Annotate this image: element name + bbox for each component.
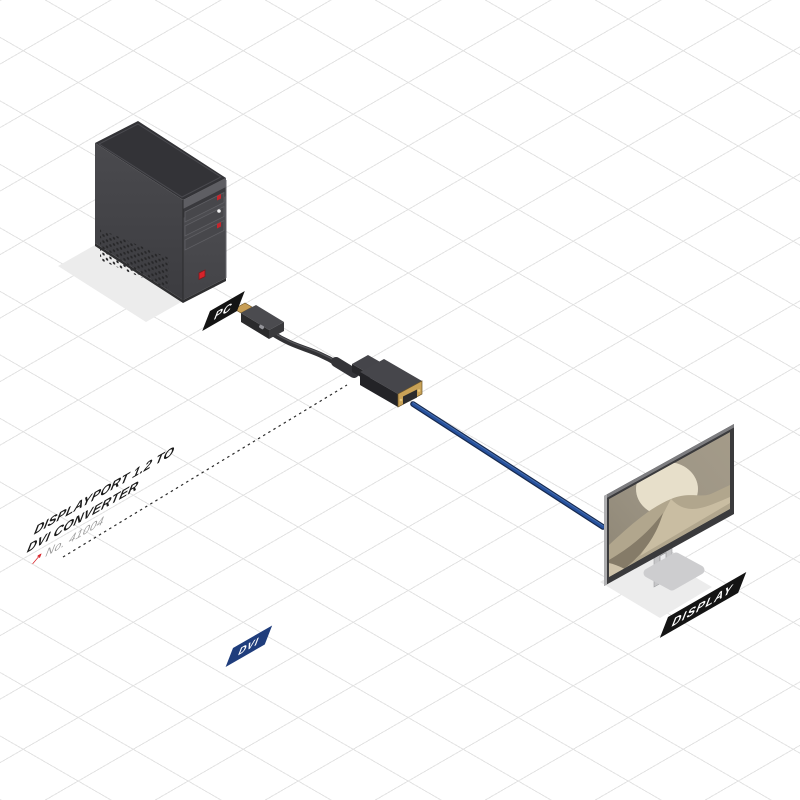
- pc-tower-icon: [95, 121, 227, 303]
- pc-shadow: [58, 245, 183, 322]
- displayport-connector: [233, 302, 284, 339]
- adapter-cable: [269, 330, 341, 367]
- drive-bays: [184, 191, 225, 251]
- dvi-connector: [331, 355, 423, 408]
- monitor-wallpaper: [609, 432, 730, 577]
- leader-dotted-line: [62, 384, 348, 558]
- monitor-panel: [604, 424, 734, 586]
- display-monitor-icon: [604, 424, 734, 591]
- displayport-to-dvi-converter-icon: [233, 302, 606, 530]
- vent-grid: [100, 229, 169, 289]
- power-button: [198, 269, 206, 281]
- dvi-cable-blue: [410, 401, 606, 530]
